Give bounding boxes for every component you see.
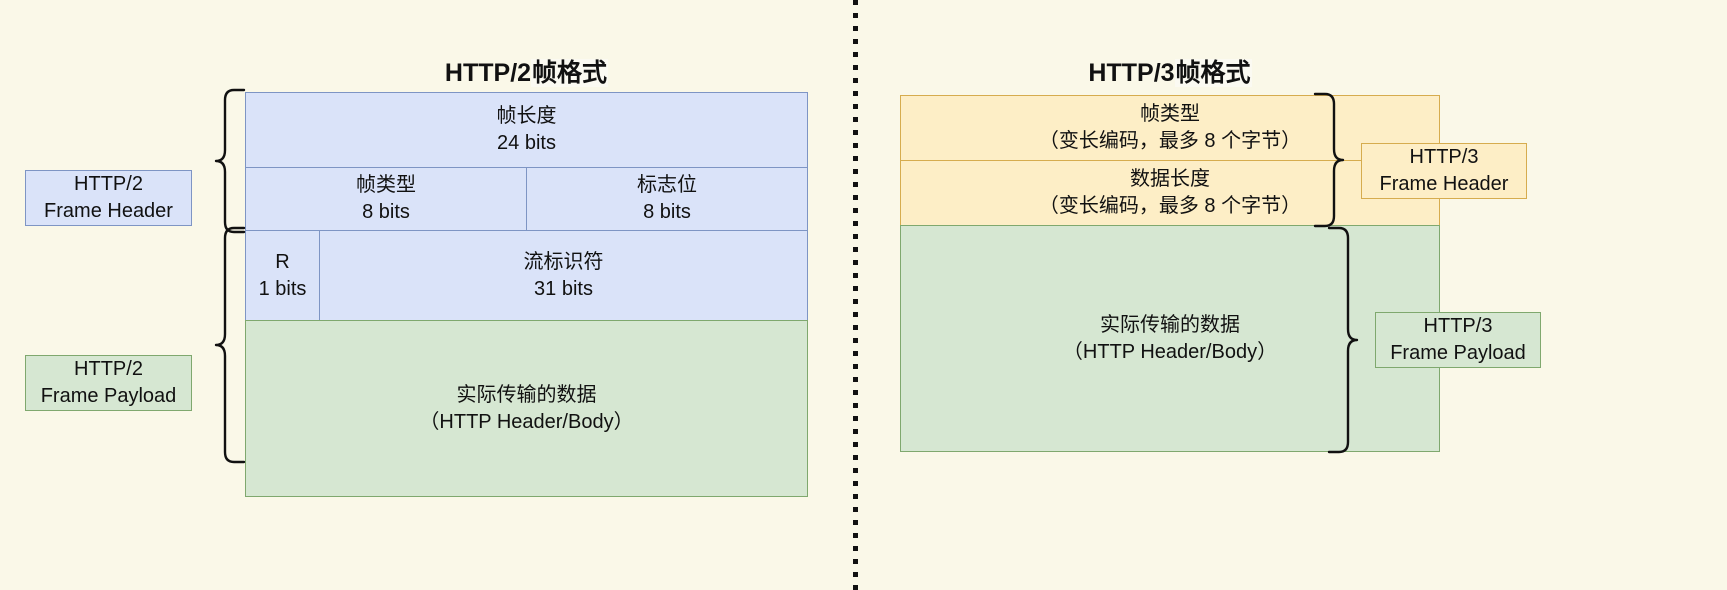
- cell-size: （HTTP Header/Body）: [1062, 340, 1278, 363]
- legend-line-2: Frame Payload: [40, 385, 177, 407]
- cell-size: （HTTP Header/Body）: [419, 410, 634, 433]
- curly-brace-http3-payload-icon: [1327, 226, 1359, 454]
- legend-line-1: HTTP/3: [1409, 146, 1479, 169]
- legend-http2-frame-header: HTTP/2 Frame Header: [25, 170, 192, 226]
- http2-cell-reserved: R 1 bits: [245, 230, 320, 321]
- legend-line-1: HTTP/3: [1423, 315, 1493, 338]
- cell-size: 24 bits: [497, 132, 556, 154]
- cell-size: 8 bits: [362, 201, 410, 223]
- cell-label: 流标识符: [523, 250, 604, 273]
- http2-cell-stream-identifier: 流标识符 31 bits: [319, 230, 808, 321]
- cell-size: 8 bits: [643, 201, 691, 223]
- legend-http3-frame-header: HTTP/3 Frame Header: [1361, 143, 1527, 199]
- legend-http3-frame-payload: HTTP/3 Frame Payload: [1375, 312, 1541, 368]
- cell-size: 31 bits: [534, 277, 593, 300]
- page-title-http3-cjk: 帧格式: [1174, 59, 1252, 87]
- http2-cell-frame-type: 帧类型 8 bits: [245, 167, 527, 231]
- cell-size: （变长编码，最多 8 个字节）: [1038, 130, 1302, 152]
- cell-label: 帧长度: [496, 105, 557, 128]
- cell-size: （变长编码，最多 8 个字节）: [1038, 195, 1302, 217]
- cell-label: 标志位: [637, 174, 697, 197]
- legend-line-2: Frame Header: [44, 200, 173, 222]
- page-title-http2: HTTP/2帧格式: [245, 53, 808, 89]
- legend-line-1: HTTP/2: [74, 173, 143, 196]
- panel-divider: [853, 0, 858, 590]
- cell-size: 1 bits: [258, 277, 307, 300]
- http2-frame-table: 帧长度 24 bits 帧类型 8 bits 标志位 8 bits R 1 bi…: [245, 92, 808, 497]
- legend-line-1: HTTP/2: [74, 358, 143, 381]
- page-title-http2-latin: HTTP/2: [444, 59, 532, 87]
- cell-label: 数据长度: [1130, 168, 1210, 191]
- http2-cell-frame-length: 帧长度 24 bits: [245, 92, 808, 168]
- page-title-http3: HTTP/3帧格式: [900, 53, 1440, 89]
- cell-label: R: [275, 250, 290, 273]
- http3-frame-table: 帧类型 （变长编码，最多 8 个字节） 数据长度 （变长编码，最多 8 个字节）…: [900, 95, 1440, 452]
- cell-label: 帧类型: [1140, 103, 1200, 126]
- cell-label: 实际传输的数据: [456, 383, 597, 406]
- http3-cell-frame-type: 帧类型 （变长编码，最多 8 个字节）: [900, 95, 1440, 161]
- legend-line-2: Frame Payload: [1390, 342, 1526, 364]
- http2-cell-flags: 标志位 8 bits: [526, 167, 808, 231]
- curly-brace-http2-payload-icon: [214, 226, 246, 464]
- page-title-http2-cjk: 帧格式: [531, 59, 609, 87]
- legend-http2-frame-payload: HTTP/2 Frame Payload: [25, 355, 192, 411]
- page-title-http3-latin: HTTP/3: [1088, 59, 1175, 87]
- http3-cell-data-length: 数据长度 （变长编码，最多 8 个字节）: [900, 160, 1440, 226]
- curly-brace-http3-header-icon: [1313, 92, 1345, 228]
- curly-brace-http2-header-icon: [214, 88, 246, 234]
- cell-label: 帧类型: [356, 174, 416, 197]
- cell-label: 实际传输的数据: [1100, 313, 1240, 336]
- legend-line-2: Frame Header: [1379, 173, 1509, 195]
- http2-cell-payload: 实际传输的数据 （HTTP Header/Body）: [245, 320, 808, 497]
